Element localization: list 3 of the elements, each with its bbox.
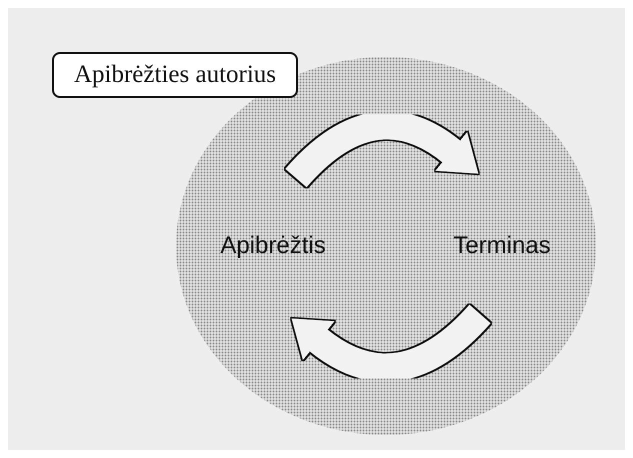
author-box: Apibrėžties autorius: [52, 52, 298, 98]
node-label: Apibrėžtis: [220, 232, 326, 260]
node-label: Terminas: [453, 232, 551, 260]
